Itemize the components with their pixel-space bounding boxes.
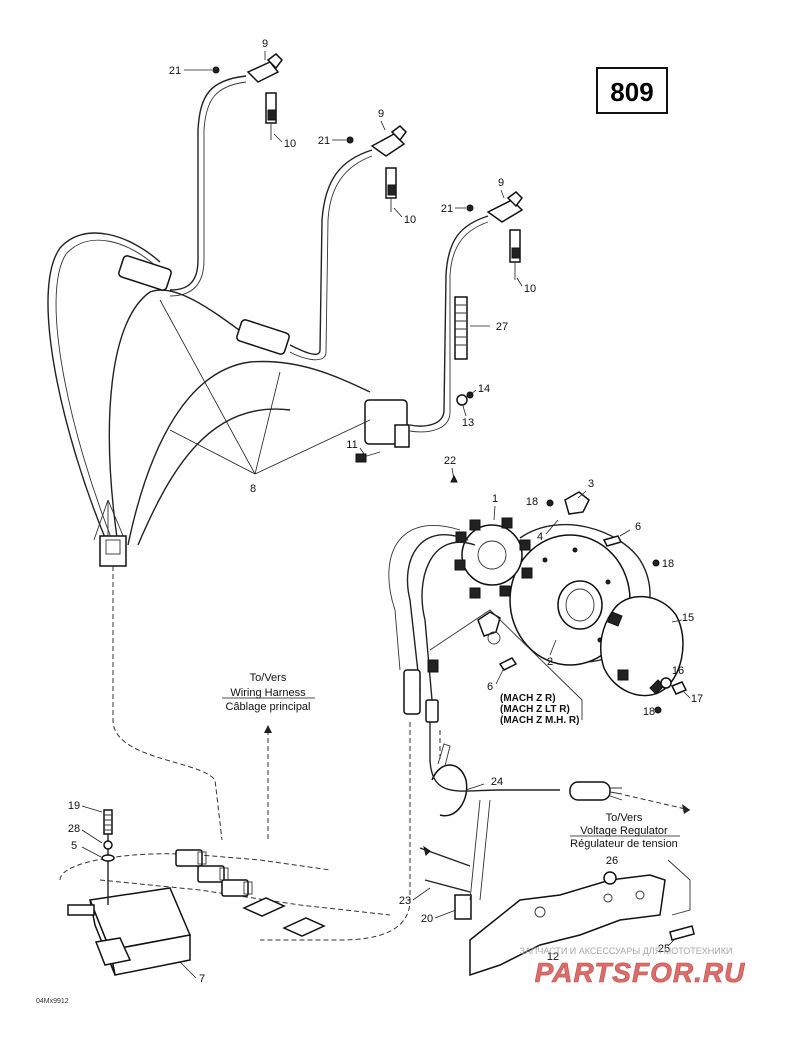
callout-14: 14 — [478, 383, 490, 395]
callout-3: 3 — [588, 478, 594, 490]
mounting-bracket-12 — [469, 859, 695, 977]
callout-26: 26 — [606, 855, 618, 867]
watermark-logo: PARTSFOR.RU — [535, 957, 746, 988]
callout-6: 6 — [487, 681, 493, 693]
callout-7: 7 — [199, 973, 205, 985]
page-number: 809 — [610, 77, 653, 107]
callout-9: 9 — [262, 38, 268, 50]
callout-12: 12 — [547, 951, 559, 963]
note-mach-z-mhr: (MACH Z M.H. R) — [500, 715, 579, 726]
watermark-tagline: ЗАПЧАСТИ И АКСЕССУАРЫ ДЛЯ МОТОТЕХНИКИ — [520, 946, 733, 956]
spark-plug-group-1 — [212, 53, 283, 140]
grommet-icon — [346, 136, 354, 144]
bottom-connectors — [175, 849, 326, 937]
magneto-assembly — [388, 491, 688, 723]
callout-25: 25 — [658, 943, 670, 955]
bolt-17 — [670, 681, 688, 695]
dest-harness-line1: To/Vers — [250, 672, 287, 684]
pins-23-20 — [419, 799, 491, 920]
high-tension-wires — [169, 75, 489, 433]
ignition-coils — [47, 232, 410, 546]
trigger-coil-3 — [564, 491, 590, 515]
callout-21: 21 — [441, 203, 453, 215]
callout-23: 23 — [399, 895, 411, 907]
callouts: 9 21 10 9 21 10 9 21 10 27 14 13 11 8 22… — [68, 38, 703, 985]
callout-4: 4 — [537, 531, 543, 543]
dest-regulator-line2: Voltage Regulator — [580, 825, 668, 837]
nut-13-14 — [456, 391, 474, 406]
screw-19 — [103, 809, 113, 835]
harness-connector — [93, 499, 127, 567]
page-number-box: 809 — [596, 67, 668, 114]
callout-24: 24 — [491, 776, 503, 788]
dashed-harness-routes — [59, 566, 441, 941]
callout-8: 8 — [250, 483, 256, 495]
washer-16 — [660, 677, 672, 689]
callout-10: 10 — [284, 138, 296, 150]
callout-10: 10 — [404, 214, 416, 226]
callout-22: 22 — [444, 455, 456, 467]
callout-2: 2 — [547, 656, 553, 668]
leader-lines-8 — [159, 299, 371, 475]
callout-10: 10 — [524, 283, 536, 295]
callout-15: 15 — [682, 612, 694, 624]
callout-20: 20 — [421, 913, 433, 925]
dest-harness-line3: Câblage principal — [226, 701, 311, 713]
destination-regulator: To/Vers Voltage Regulator Régulateur de … — [570, 812, 680, 850]
callout-9: 9 — [498, 177, 504, 189]
grommet-icon — [212, 66, 220, 74]
sleeve-27 — [454, 296, 490, 360]
note-mach-z-ltr: (MACH Z LT R) — [500, 704, 570, 715]
callout-17: 17 — [691, 693, 703, 705]
callout-21: 21 — [169, 65, 181, 77]
callout-18: 18 — [662, 558, 674, 570]
callout-1: 1 — [492, 493, 498, 505]
rewind-cover-15 — [599, 595, 684, 697]
callout-11: 11 — [346, 439, 357, 451]
callout-16: 16 — [672, 665, 684, 677]
destination-harness: To/Vers Wiring Harness Câblage principal — [222, 672, 315, 713]
grommet-icon — [466, 204, 474, 212]
dest-regulator-line3: Régulateur de tension — [570, 838, 678, 850]
callout-21: 21 — [318, 135, 330, 147]
regulator-connector — [429, 722, 691, 814]
callout-13: 13 — [462, 417, 474, 429]
thread-locker-18 — [546, 499, 554, 507]
dest-regulator-line1: To/Vers — [606, 812, 643, 824]
thread-locker-18 — [654, 706, 662, 714]
callout-28: 28 — [68, 823, 80, 835]
screw-6 — [602, 535, 623, 547]
callout-18: 18 — [643, 706, 655, 718]
callout-9: 9 — [378, 108, 384, 120]
callout-27: 27 — [496, 321, 508, 333]
callout-18: 18 — [526, 496, 538, 508]
callout-19: 19 — [68, 800, 80, 812]
washer-5 — [101, 854, 115, 862]
ignition-module-7 — [67, 809, 192, 976]
callout-6: 6 — [635, 521, 641, 533]
note-mach-z-r: (MACH Z R) — [500, 693, 556, 704]
stator-1 — [454, 517, 533, 599]
spark-plug-group-2 — [346, 125, 407, 212]
washer-28 — [103, 840, 113, 850]
thread-locker-18 — [652, 559, 660, 567]
nut-26 — [603, 871, 617, 885]
model-notes: (MACH Z R) (MACH Z LT R) (MACH Z M.H. R) — [500, 693, 579, 726]
callout-5: 5 — [71, 840, 77, 852]
watermark: ЗАПЧАСТИ И АКСЕССУАРЫ ДЛЯ МОТОТЕХНИКИ PA… — [520, 946, 746, 988]
spark-plug-group-3 — [466, 191, 524, 280]
bolt-25 — [669, 925, 695, 941]
dest-harness-line2: Wiring Harness — [230, 687, 306, 699]
figure-code: 04Mx9912 — [36, 998, 69, 1005]
